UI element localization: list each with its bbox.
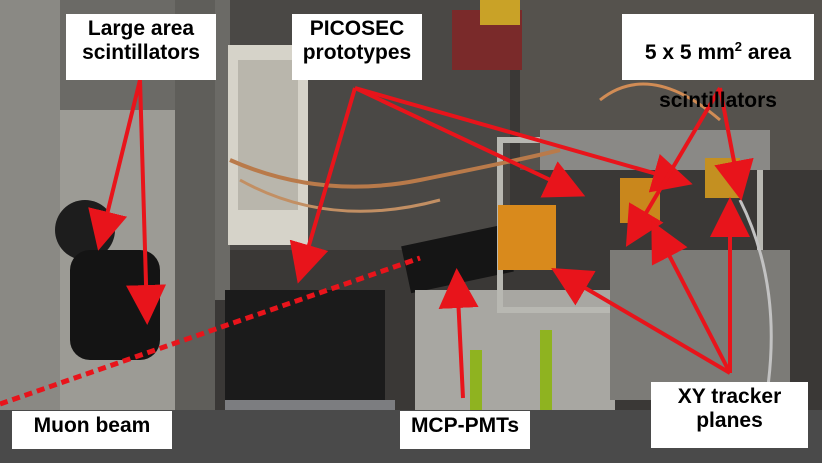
arrow-xy-tracker-2 <box>651 220 732 374</box>
arrow-xy-tracker-1 <box>551 267 732 375</box>
arrow-small-area-1 <box>625 86 722 247</box>
arrow-small-area-2 <box>714 87 754 201</box>
label-large-area-scintillators: Large area scintillators <box>66 14 216 80</box>
label-picosec-prototypes: PICOSEC prototypes <box>292 14 422 80</box>
label-mcp-pmts: MCP-PMTs <box>400 411 530 449</box>
small-area-prefix: 5 x 5 mm <box>644 41 735 64</box>
label-muon-beam: Muon beam <box>12 411 172 449</box>
small-area-superscript: 2 <box>734 39 743 54</box>
annotation-arrows <box>0 79 754 407</box>
arrow-mcp-pmts <box>438 268 479 399</box>
small-area-suffix: area <box>742 41 792 64</box>
arrow-picosec-1 <box>289 87 357 284</box>
beam-line <box>0 255 421 407</box>
small-area-line2: scintillators <box>659 89 777 112</box>
arrow-large-area-2 <box>126 79 167 325</box>
arrow-picosec-2 <box>354 86 586 198</box>
label-xy-tracker-planes: XY tracker planes <box>651 382 808 448</box>
arrow-picosec-3 <box>354 86 693 193</box>
arrow-large-area-1 <box>88 79 142 251</box>
label-small-area-scintillators: 5 x 5 mm2 area scintillators <box>622 14 814 112</box>
